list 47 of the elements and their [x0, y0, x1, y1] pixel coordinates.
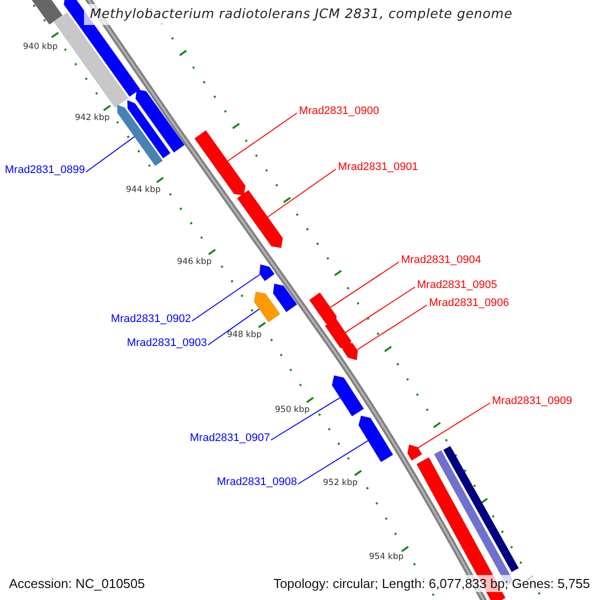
- gene-feature: [29, 0, 63, 25]
- gene-feature: [194, 130, 246, 196]
- gene-label: Mrad2831_0906: [429, 297, 510, 310]
- leader-line: [86, 136, 135, 172]
- leader-line: [330, 262, 400, 308]
- gene-feature: [342, 342, 358, 360]
- leader-line: [356, 304, 428, 350]
- gene-label: Mrad2831_0908: [216, 476, 297, 489]
- scale-label: 940 kbp: [23, 42, 58, 52]
- gene-label: Mrad2831_0902: [110, 313, 191, 326]
- scale-label: 942 kbp: [75, 113, 110, 123]
- gene-feature: [358, 415, 394, 462]
- gene-label: Mrad2831_0904: [401, 254, 482, 267]
- gene-feature: [407, 444, 422, 461]
- leader-line: [208, 308, 260, 346]
- gene-feature: [443, 446, 519, 572]
- leader-line: [418, 402, 490, 448]
- leader-line: [344, 286, 416, 333]
- gene-label: Mrad2831_0905: [417, 279, 498, 292]
- leader-line: [298, 440, 368, 484]
- leader-line: [267, 168, 336, 218]
- footer-text: Topology: circular; Length: 6,077,833 bp; Genes: 5,755: [273, 575, 590, 592]
- gene-feature: [127, 100, 171, 159]
- gene-feature: [259, 264, 275, 282]
- scale-label: 954 kbp: [369, 552, 404, 562]
- scale-label: 948 kbp: [227, 330, 262, 340]
- gene-feature: [324, 318, 352, 350]
- gene-feature: [116, 104, 163, 166]
- scale-label: 952 kbp: [323, 478, 358, 488]
- gene-feature: [272, 284, 298, 312]
- gene-feature: [309, 292, 337, 326]
- leader-line: [270, 397, 340, 440]
- gene-label: Mrad2831_0900: [299, 105, 380, 118]
- scale-label: 950 kbp: [275, 405, 310, 415]
- gene-label: Mrad2831_0907: [190, 432, 270, 445]
- leader-line: [227, 112, 298, 162]
- gene-feature: [236, 190, 284, 248]
- leader-line: [192, 274, 260, 322]
- gene-feature: [332, 375, 364, 417]
- gene-feature: [135, 89, 185, 153]
- scale-label: 946 kbp: [177, 257, 212, 267]
- gene-label: Mrad2831_0901: [338, 161, 418, 174]
- gene-feature: [254, 292, 280, 322]
- scale-label: 944 kbp: [126, 185, 161, 195]
- gene-label: Mrad2831_0903: [126, 337, 207, 350]
- gene-label: Mrad2831_0899: [4, 164, 85, 177]
- gene-label: Mrad2831_0909: [492, 395, 572, 408]
